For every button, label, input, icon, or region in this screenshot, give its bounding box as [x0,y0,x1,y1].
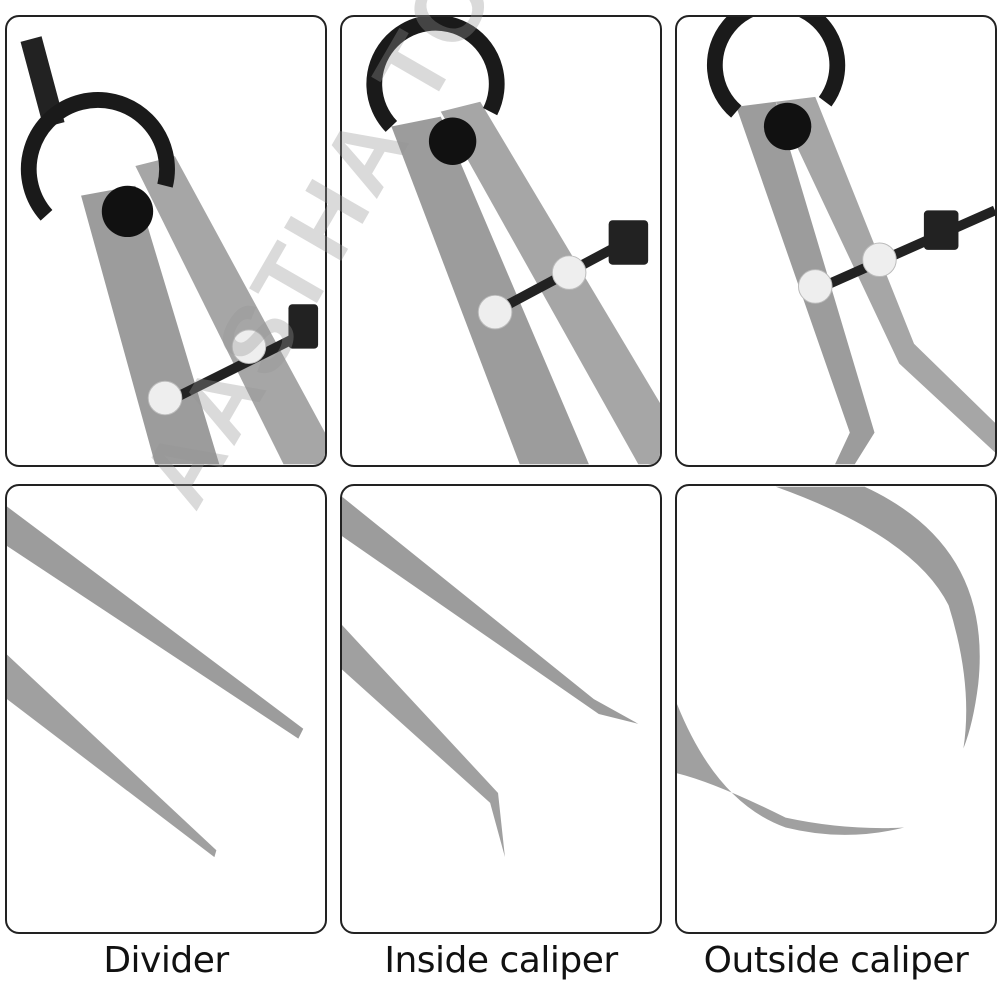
label-divider: Divider [103,940,229,981]
label-inside-caliper: Inside caliper [384,940,618,981]
outside-caliper-head-photo [675,15,997,467]
divider-head-photo [5,15,327,467]
divider-tips-photo [5,484,327,934]
inside-caliper-tips-photo [340,484,662,934]
inside-caliper-head-photo [340,15,662,467]
label-outside-caliper: Outside caliper [703,940,969,981]
outside-caliper-tips-photo [675,484,997,934]
